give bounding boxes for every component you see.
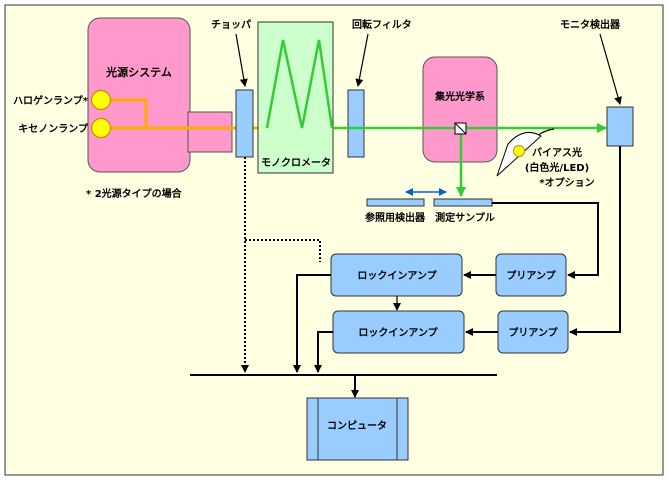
chopper-pointer (235, 33, 248, 87)
reference-detector-label: 参照用検出器 (365, 211, 426, 224)
lockin-2-output-wire (314, 331, 333, 373)
chopper-reference-branch (245, 239, 321, 262)
computer-label: コンピュータ (327, 420, 387, 432)
sample-signal-wire (492, 202, 599, 279)
halogen-lamp-icon (90, 89, 112, 111)
chopper-label: チョッパ (211, 19, 251, 31)
measurement-sample (433, 198, 493, 207)
dual-source-note: * 2光源タイプの場合 (86, 187, 183, 200)
bias-light-lamp-icon (513, 145, 525, 157)
preamp-2-label: プリアンプ (508, 326, 558, 339)
rotating-filter-pointer (355, 33, 369, 87)
light-source-output-port (187, 111, 233, 153)
monitor-detector-pointer (599, 33, 622, 105)
beam-splitter-mirror (454, 122, 467, 135)
bias-light-option-label: *オプション (539, 176, 594, 189)
lockin-amp-2-label: ロックインアンプ (358, 326, 438, 339)
halogen-beam (110, 98, 148, 128)
monochromator-label: モノクロメータ (261, 157, 331, 169)
condenser-optics-label: 集光光学系 (434, 90, 485, 103)
reference-detector (366, 198, 425, 207)
monitor-detector-label: モニタ検出器 (560, 18, 621, 31)
xenon-lamp-label: キセノンランプ (18, 122, 89, 135)
bias-light-label: バイアス光 (532, 146, 582, 159)
bias-light-type-label: (白色光/LED) (525, 161, 589, 174)
xenon-lamp-icon (90, 117, 112, 139)
bias-light-path (537, 128, 555, 136)
sample-label: 測定サンプル (435, 211, 495, 224)
computer (306, 397, 409, 461)
chopper (235, 89, 254, 158)
preamp-1-label: プリアンプ (506, 269, 556, 282)
monitor-signal-wire (569, 146, 621, 336)
rotating-filter-label: 回転フィルタ (352, 18, 412, 31)
monitor-detector (606, 106, 634, 147)
light-source-label: 光源システム (105, 65, 172, 79)
light-source-housing (87, 17, 191, 173)
halogen-lamp-label: ハロゲンランプ* (13, 94, 89, 107)
rotating-filter (347, 89, 365, 158)
lockin-1-output-wire (293, 274, 331, 373)
monochromator-beam-path (265, 39, 334, 129)
lockin-amp-1-label: ロックインアンプ (357, 269, 437, 282)
